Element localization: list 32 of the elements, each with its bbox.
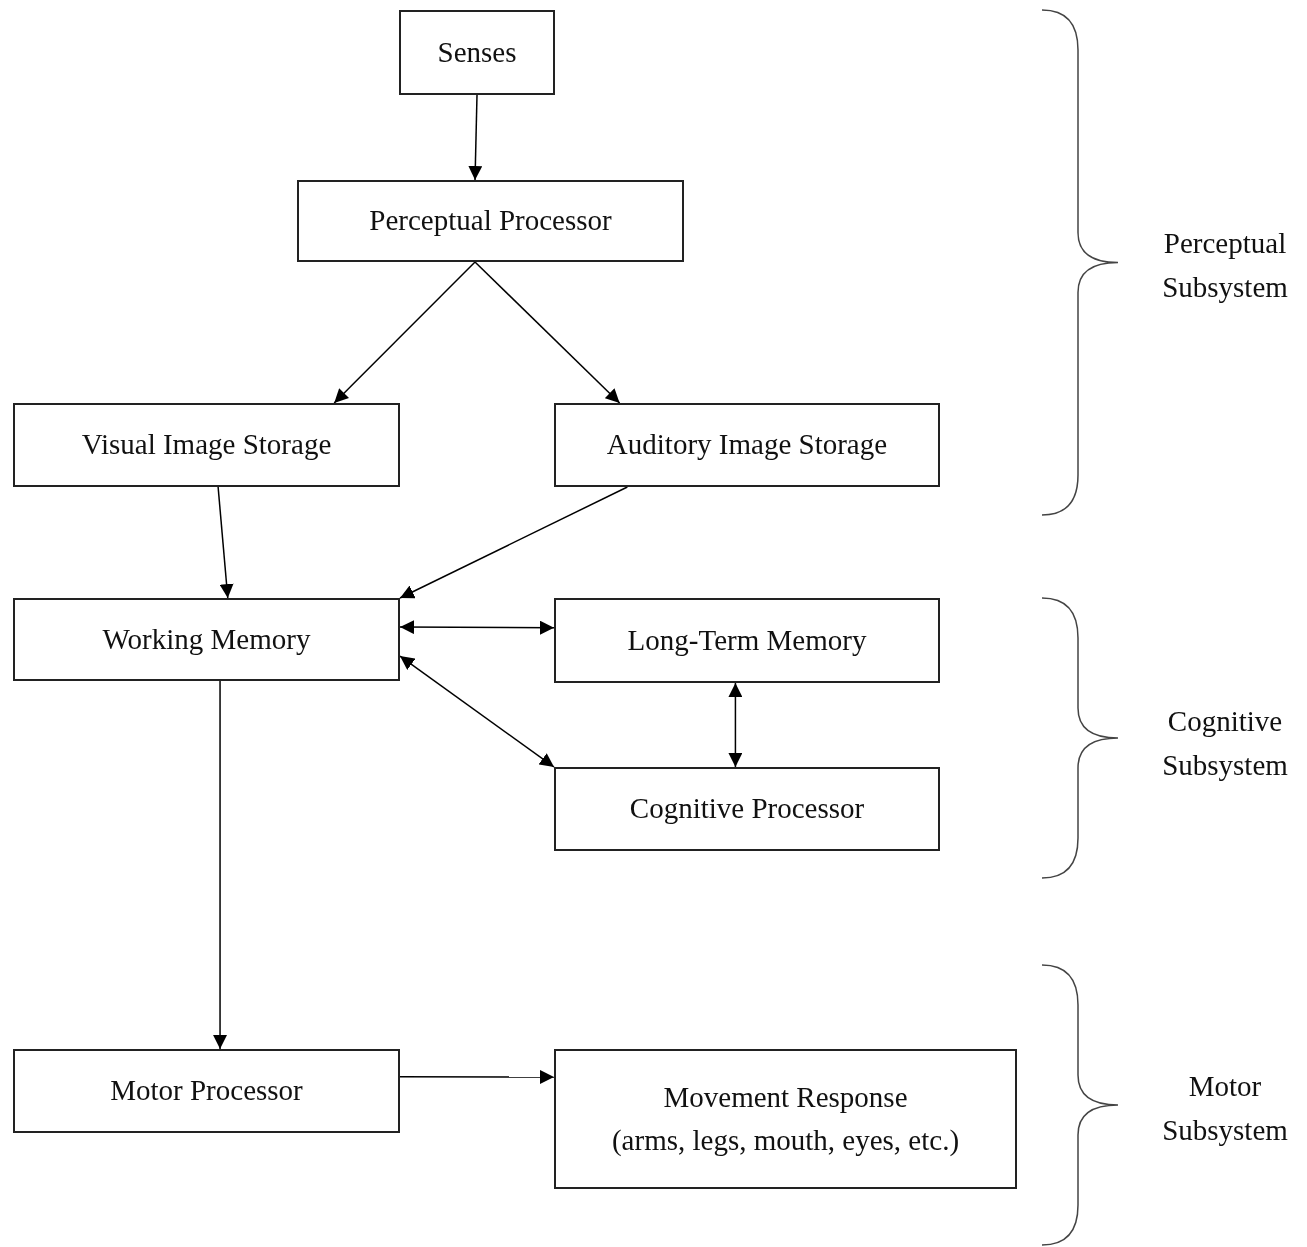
- process-box: [13, 598, 400, 681]
- arrow: [728, 682, 743, 768]
- arrow: [474, 261, 621, 404]
- arrow: [333, 261, 476, 404]
- process-box: [554, 598, 940, 683]
- process-box: [13, 1049, 400, 1133]
- arrow: [213, 680, 228, 1050]
- subsystem-label: Cognitive Subsystem: [1161, 704, 1289, 783]
- arrow: [399, 1069, 555, 1084]
- subsystem-label: Motor Subsystem: [1161, 1069, 1289, 1148]
- process-box: [13, 403, 400, 487]
- box-label: Working Memory: [102, 621, 311, 657]
- arrow: [399, 620, 555, 635]
- box-label: Auditory Image Storage: [606, 427, 888, 463]
- process-box: [554, 1049, 1017, 1189]
- process-box: [554, 767, 940, 851]
- box-label: Visual Image Storage: [81, 427, 332, 463]
- box-label: (arms, legs, mouth, eyes, etc.): [611, 1123, 960, 1158]
- arrow: [399, 655, 555, 768]
- process-box: [297, 180, 684, 262]
- box-label: Long-Term Memory: [627, 622, 867, 658]
- arrow: [468, 94, 483, 181]
- box-label: Motor Processor: [110, 1073, 303, 1109]
- process-box: [399, 10, 555, 95]
- arrow: [217, 486, 234, 599]
- box-label: Senses: [437, 34, 517, 70]
- subsystem-label: Perceptual Subsystem: [1161, 226, 1289, 305]
- process-box: [554, 403, 940, 487]
- box-label: Movement Response: [663, 1079, 908, 1115]
- box-label: Cognitive Processor: [629, 791, 865, 827]
- arrow: [399, 486, 629, 599]
- box-label: Perceptual Processor: [369, 203, 612, 239]
